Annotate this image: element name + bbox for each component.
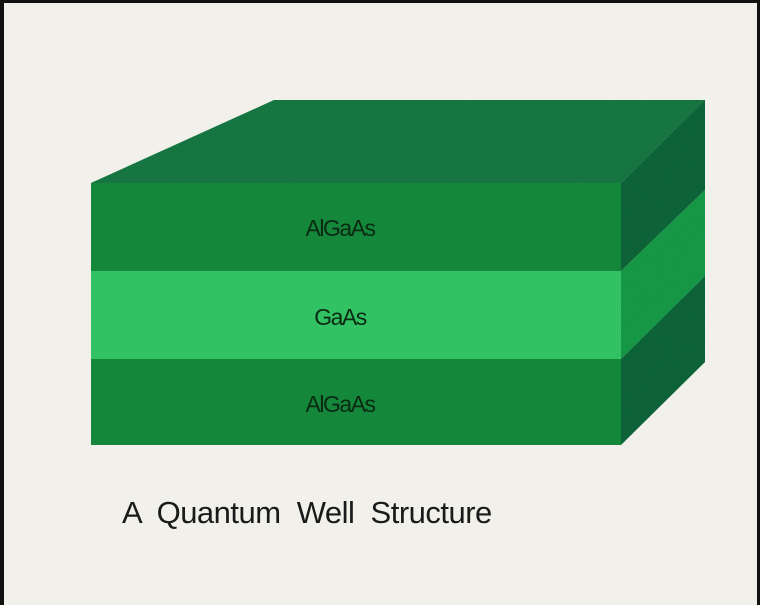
- layer-label-algaas-top: AlGaAs: [306, 215, 376, 241]
- quantum-well-diagram: AlGaAs GaAs AlGaAs: [91, 100, 705, 445]
- side-face-lower: [621, 276, 705, 445]
- diagram-caption: A Quantum Well Structure: [122, 495, 492, 530]
- layer-label-algaas-bottom: AlGaAs: [306, 391, 376, 417]
- layer-algaas-bottom: [91, 359, 621, 445]
- layer-algaas-top: [91, 183, 621, 271]
- block-top-face: [91, 100, 705, 183]
- layer-label-gaas: GaAs: [314, 304, 367, 330]
- layer-gaas: [91, 271, 621, 359]
- side-face-middle: [621, 190, 705, 359]
- side-face-upper: [621, 100, 705, 271]
